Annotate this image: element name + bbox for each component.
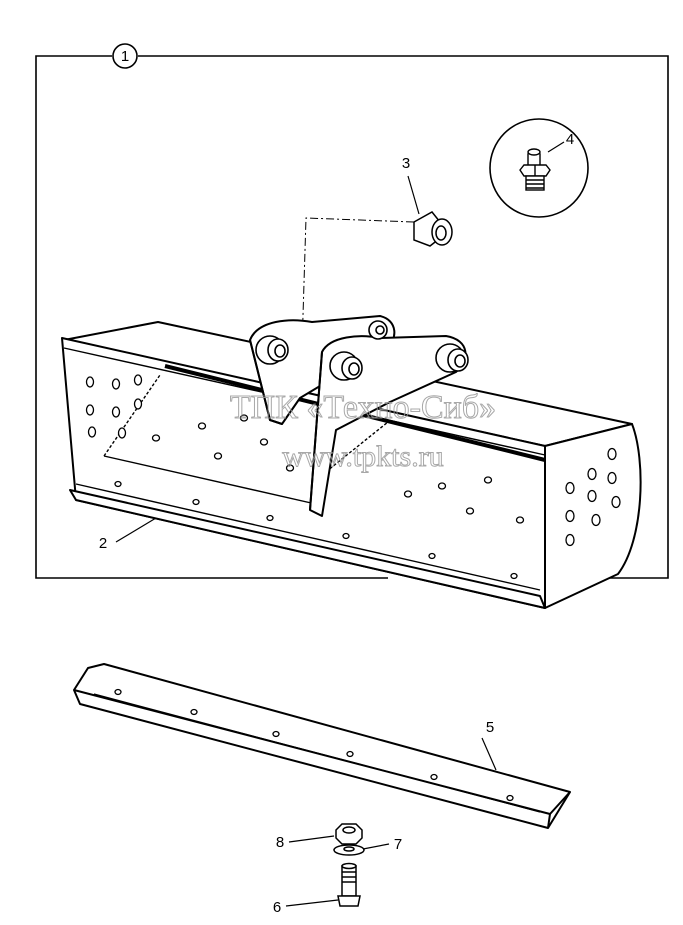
- bolt: [337, 862, 361, 907]
- callout-8-label: 8: [276, 834, 284, 851]
- bracket-pins: [255, 320, 469, 381]
- callout-2-label: 2: [99, 535, 107, 552]
- callout-3-label: 3: [402, 155, 410, 172]
- cutting-edge: [73, 663, 571, 829]
- callout-1: 1: [112, 43, 138, 69]
- bushing-leader-line: [301, 217, 415, 349]
- bucket-holes: [85, 374, 621, 580]
- callout-1-label: 1: [121, 48, 129, 65]
- nut: [335, 823, 363, 845]
- watermark-line-1: ТПК «Техно-Сиб»: [230, 389, 496, 426]
- watermark: ТПК «Техно-Сиб» www.tpkts.ru: [229, 389, 496, 474]
- grease-nipple-detail: 4: [489, 118, 589, 218]
- washer: [333, 844, 365, 856]
- assembly-frame: [35, 55, 669, 579]
- grease-nipple-icon: [519, 148, 551, 191]
- callout-4-label: 4: [566, 131, 574, 148]
- right-bracket: [309, 335, 467, 517]
- bushing: 3: [301, 155, 453, 349]
- callout-7-label: 7: [394, 836, 402, 853]
- watermark-line-2: www.tpkts.ru: [282, 440, 443, 473]
- cutting-edge-holes: [114, 688, 514, 802]
- bushing-icon: [413, 211, 453, 247]
- callout-6-label: 6: [273, 899, 281, 916]
- callout-5-label: 5: [486, 719, 494, 736]
